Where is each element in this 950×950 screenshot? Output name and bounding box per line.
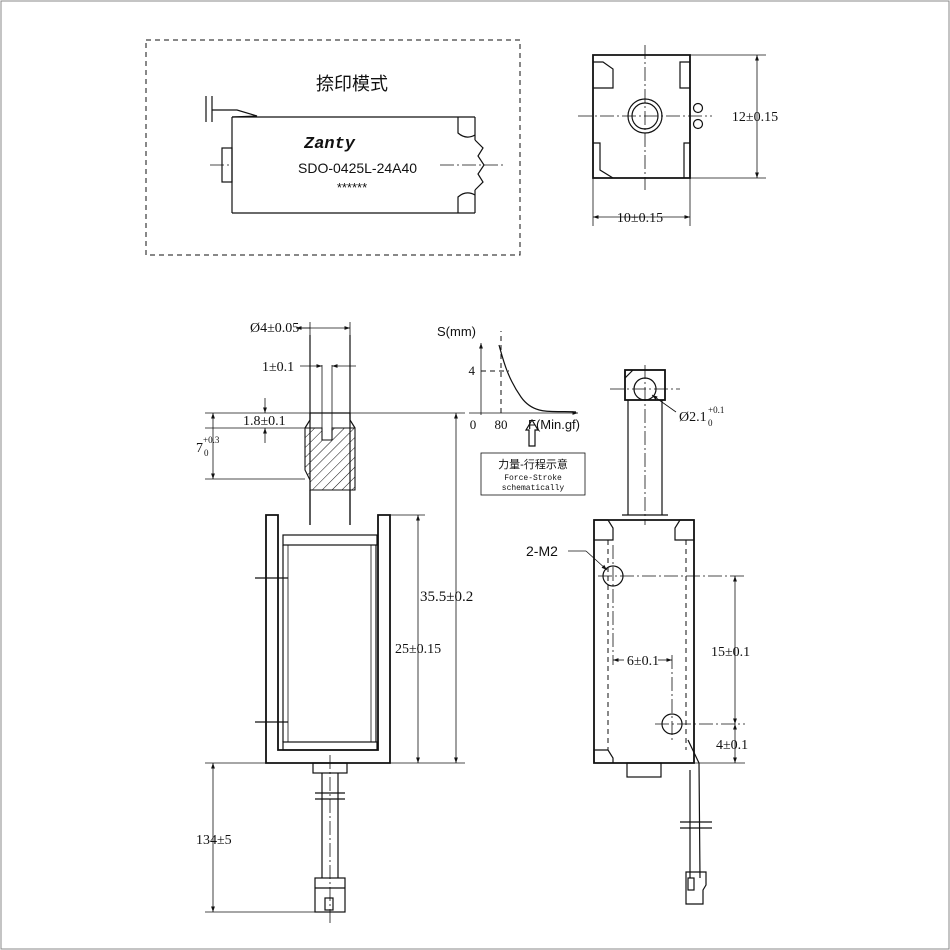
chart-x-tick-80: 80 <box>495 417 508 432</box>
serial-mask: ****** <box>337 180 367 195</box>
caption-up-arrow-icon <box>524 418 540 447</box>
chart-series-force-stroke <box>498 344 577 413</box>
top-view <box>578 45 766 226</box>
front-dimensions <box>205 322 465 913</box>
top-small-hole-1 <box>692 102 704 114</box>
marking-body-outline <box>205 96 505 214</box>
front-hatched-section <box>304 427 356 491</box>
body-length-dim: 25±0.15 <box>395 642 441 657</box>
total-length-dim: 35.5±0.2 <box>420 589 473 605</box>
top-height-dim: 12±0.15 <box>732 110 778 125</box>
force-stroke-chart <box>469 331 578 415</box>
hole-dia-base: Ø2.1 <box>679 410 707 425</box>
plunger-dia-dim: Ø4±0.05 <box>250 321 299 336</box>
marking-mode-panel: 捺印模式 Zanty SDO-0425L-24A40 ****** <box>145 39 521 256</box>
hole-spacing-h: 6±0.1 <box>627 654 659 669</box>
marking-title: 捺印模式 <box>316 74 388 94</box>
top-width-dim: 10±0.15 <box>617 211 663 226</box>
brand-logo: Zanty <box>303 135 356 154</box>
hole-offset: 4±0.1 <box>716 738 748 753</box>
chart-y-tick-4: 4 <box>469 363 476 378</box>
marking-dashed-frame <box>145 39 521 256</box>
hole-tol-bottom: 0 <box>708 418 713 428</box>
stroke-tol-bottom: 0 <box>204 448 209 458</box>
caption-english-2: schematically <box>502 484 565 493</box>
side-dimensions <box>568 394 745 764</box>
stroke-tol-top: +0.3 <box>203 435 220 445</box>
caption-english-1: Force-Stroke <box>504 474 562 483</box>
chart-caption <box>480 418 586 496</box>
chart-x-axis-label: F(Min.gf) <box>528 417 580 432</box>
slot-depth-dim: 1.8±0.1 <box>243 414 286 429</box>
hole-tol-top: +0.1 <box>708 405 724 415</box>
caption-chinese: 力量-行程示意 <box>498 457 568 471</box>
chart-y-axis-label: S(mm) <box>437 324 476 339</box>
front-view <box>255 335 391 925</box>
chart-origin-label: 0 <box>470 417 477 432</box>
mount-thread-label: 2-M2 <box>526 543 558 559</box>
lead-length-dim: 134±5 <box>196 833 232 848</box>
hole-spacing-v: 15±0.1 <box>711 645 750 660</box>
stroke-base-dim: 7 <box>196 441 203 456</box>
side-view <box>593 365 745 905</box>
slot-width-dim: 1±0.1 <box>262 360 294 375</box>
model-number: SDO-0425L-24A40 <box>298 160 417 176</box>
top-small-hole-2 <box>692 118 704 130</box>
